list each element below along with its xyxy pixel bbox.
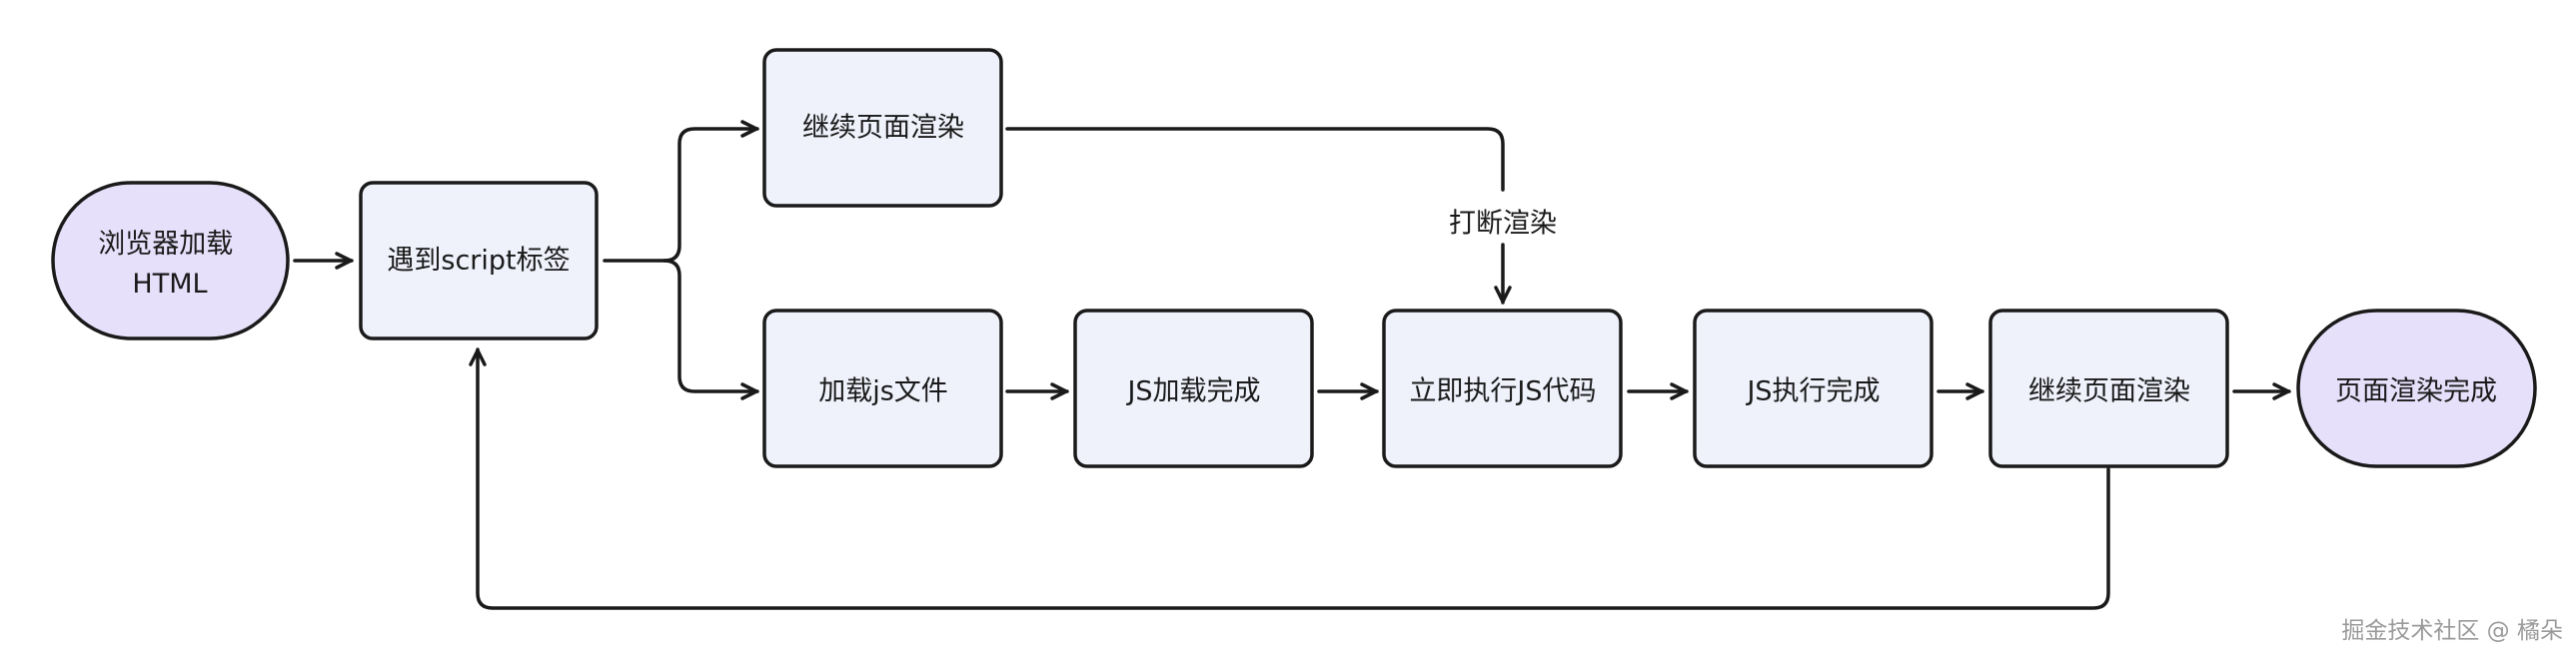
node-js-executed: JS执行完成 xyxy=(1693,309,1933,468)
node-js-executed-shape xyxy=(1693,309,1933,468)
node-continue-render-bottom-label: 继续页面渲染 xyxy=(2028,376,2190,407)
node-continue-render-top: 继续页面渲染 xyxy=(762,48,1003,208)
node-render-done-shape xyxy=(2296,309,2537,468)
node-render-done-label: 页面渲染完成 xyxy=(2335,376,2497,407)
node-meet-script-shape xyxy=(359,181,599,340)
node-start-shape xyxy=(51,181,290,340)
node-continue-render-bottom-shape xyxy=(1988,309,2229,468)
node-js-executed-label: JS执行完成 xyxy=(1745,376,1880,407)
node-start-label-line2: HTML xyxy=(132,269,207,300)
edge-label-interrupt: 打断渲染 xyxy=(1449,209,1557,240)
node-meet-script-label: 遇到script标签 xyxy=(387,246,570,277)
edges xyxy=(293,120,2291,610)
edge-script-to-continue-top xyxy=(662,120,759,263)
node-js-loaded-label: JS加载完成 xyxy=(1125,376,1260,407)
node-continue-render-top-label: 继续页面渲染 xyxy=(802,113,964,144)
node-load-js: 加载js文件 xyxy=(762,309,1003,468)
node-continue-render-top-shape xyxy=(762,48,1003,208)
edge-loop-back-to-script xyxy=(469,347,2110,610)
node-render-done: 页面渲染完成 xyxy=(2296,309,2537,468)
edge-script-to-load-js xyxy=(662,259,759,400)
node-load-js-label: 加载js文件 xyxy=(818,376,948,407)
node-meet-script: 遇到script标签 xyxy=(359,181,599,340)
node-js-loaded-shape xyxy=(1073,309,1314,468)
node-load-js-shape xyxy=(762,309,1003,468)
node-execute-js-shape xyxy=(1382,309,1623,468)
node-start-label-line1: 浏览器加载 xyxy=(98,229,233,260)
node-start-label: 浏览器加载 HTML xyxy=(98,229,242,300)
watermark: 掘金技术社区 @ 橘朵 xyxy=(2341,618,2563,644)
node-start: 浏览器加载 HTML xyxy=(51,181,290,340)
node-js-loaded: JS加载完成 xyxy=(1073,309,1314,468)
node-execute-js: 立即执行JS代码 xyxy=(1382,309,1623,468)
node-execute-js-label: 立即执行JS代码 xyxy=(1409,376,1596,407)
node-continue-render-bottom: 继续页面渲染 xyxy=(1988,309,2229,468)
edge-interrupt xyxy=(1005,127,1505,192)
